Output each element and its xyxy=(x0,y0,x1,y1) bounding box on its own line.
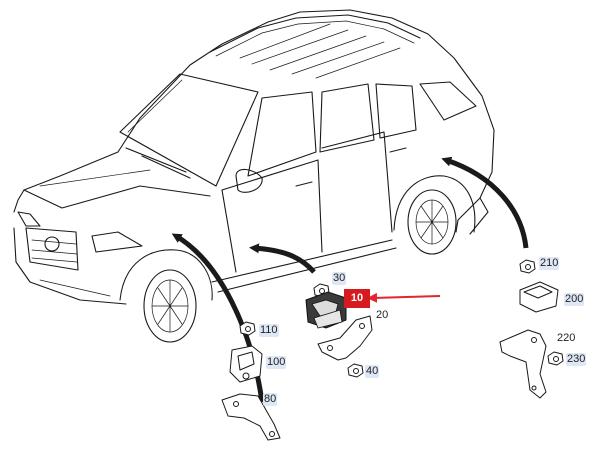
sensor-part-10 xyxy=(305,291,347,329)
suv-vehicle-illustration xyxy=(13,9,495,343)
callout-main-part-10[interactable]: 10 xyxy=(344,289,370,308)
callout-part-80[interactable]: 80 xyxy=(263,393,278,406)
sensor-part-100 xyxy=(229,345,263,383)
nut-part-110 xyxy=(239,321,256,336)
nut-part-230 xyxy=(547,351,564,366)
bracket-part-220 xyxy=(499,329,547,399)
nut-part-210 xyxy=(519,259,536,274)
callout-part-100[interactable]: 100 xyxy=(266,356,287,369)
bracket-part-20 xyxy=(317,315,373,361)
middle-sensor-arrow xyxy=(249,243,316,274)
highlight-arrow xyxy=(367,292,441,303)
sensor-part-200 xyxy=(519,281,559,313)
nut-part-40 xyxy=(347,363,364,378)
callout-part-20[interactable]: 20 xyxy=(376,309,389,321)
callout-part-220[interactable]: 220 xyxy=(557,332,576,344)
callout-part-110[interactable]: 110 xyxy=(259,324,279,337)
callout-part-200[interactable]: 200 xyxy=(564,293,585,306)
callout-part-30[interactable]: 30 xyxy=(332,272,347,285)
bracket-part-80 xyxy=(221,393,281,441)
callout-part-40[interactable]: 40 xyxy=(365,365,380,378)
callout-part-210[interactable]: 210 xyxy=(539,257,560,270)
rear-sensor-arrow xyxy=(441,156,529,249)
callout-part-230[interactable]: 230 xyxy=(566,353,587,366)
